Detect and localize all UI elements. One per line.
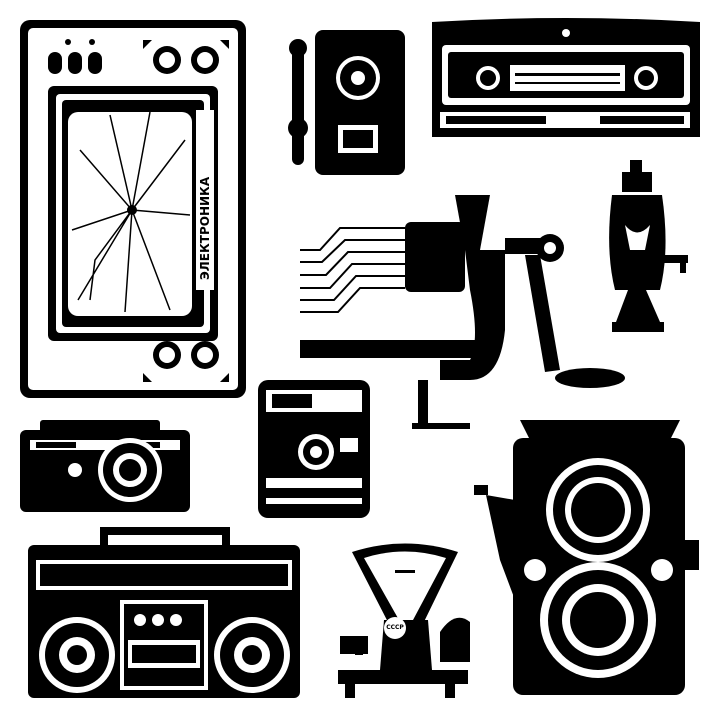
radio — [432, 18, 700, 137]
handheld-game-console: ЭЛЕКТРОНИКА — [20, 20, 246, 398]
twin-lens-reflex-camera — [474, 420, 699, 695]
rangefinder-camera — [20, 420, 190, 512]
brand-label: ЭЛЕКТРОНИКА — [198, 176, 212, 280]
scale: СССР — [338, 543, 470, 698]
boombox — [28, 527, 300, 698]
instant-camera — [258, 380, 370, 518]
samovar — [609, 160, 688, 332]
payphone — [288, 30, 405, 175]
meat-grinder — [300, 195, 625, 429]
scale-emblem-text: СССР — [386, 624, 404, 631]
